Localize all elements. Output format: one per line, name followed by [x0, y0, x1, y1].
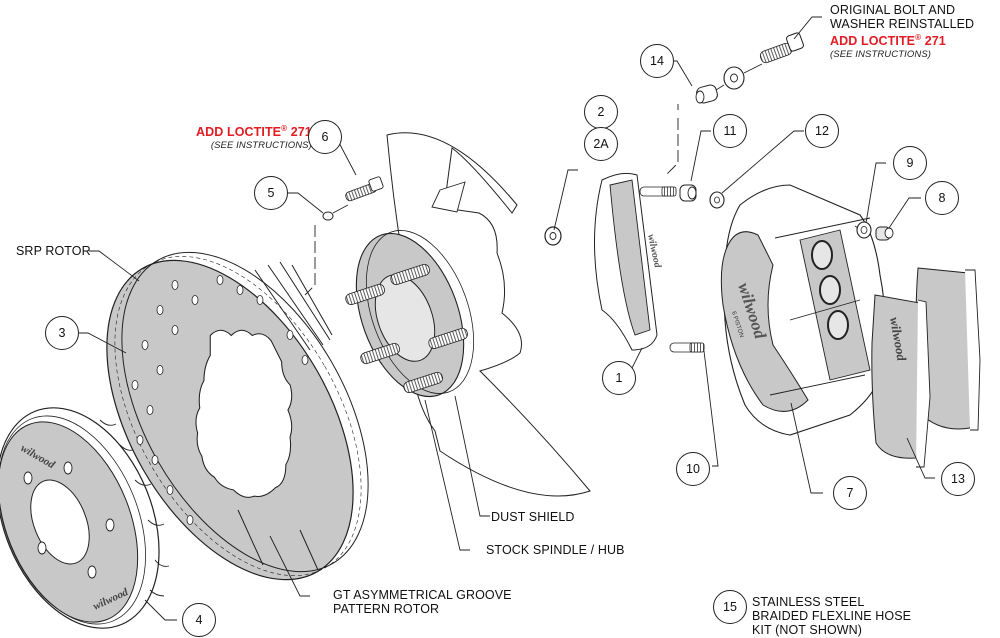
loctite-note: ADD LOCTITE® 271: [830, 33, 946, 49]
label-line: PATTERN ROTOR: [333, 602, 440, 616]
callout-1: 1: [602, 361, 636, 395]
label-line: BRAIDED FLEXLINE HOSE: [752, 609, 912, 623]
rotor-hat: wilwood wilwood: [0, 407, 170, 629]
label-line: STAINLESS STEEL: [752, 595, 865, 609]
callout-11: 11: [713, 114, 747, 148]
label-dust-shield: DUST SHIELD: [491, 510, 575, 524]
caliper-bracket: wilwood: [594, 172, 705, 353]
bolt-6: [304, 176, 384, 296]
brake-pads: wilwood: [871, 267, 981, 468]
washer-2: [544, 226, 562, 246]
note-line: ORIGINAL BOLT AND: [830, 3, 956, 17]
note-line: WASHER REINSTALLED: [830, 17, 975, 31]
srp-rotor: [106, 251, 369, 581]
caliper: wilwood 6 PISTON: [720, 184, 886, 436]
washer-9: [856, 221, 872, 239]
note-bolt6-loctite: ADD LOCTITE® 271 (SEE INSTRUCTIONS): [196, 122, 312, 153]
label-line: KIT (NOT SHOWN): [752, 623, 863, 637]
callout-8: 8: [925, 181, 959, 215]
callout-7: 7: [833, 476, 867, 510]
callout-5: 5: [254, 176, 288, 210]
loctite-note: ADD LOCTITE® 271: [196, 124, 312, 140]
note-original-bolt: ORIGINAL BOLT AND WASHER REINSTALLED ADD…: [830, 3, 974, 62]
original-bolt: [665, 32, 804, 176]
callout-6: 6: [308, 120, 342, 154]
callout-2a: 2A: [584, 127, 618, 161]
label-gt-rotor: GT ASYMMETRICAL GROOVE PATTERN ROTOR: [333, 588, 512, 616]
see-instructions: (SEE INSTRUCTIONS): [210, 140, 312, 152]
washer-12: [709, 191, 725, 209]
callout-13: 13: [941, 462, 975, 496]
callout-4: 4: [182, 603, 216, 637]
spindle-hub: [345, 230, 475, 398]
spacer-11: [679, 184, 697, 202]
label-srp-rotor: SRP ROTOR: [16, 244, 91, 258]
label-stock-spindle: STOCK SPINDLE / HUB: [486, 543, 625, 557]
callout-2: 2: [584, 95, 618, 129]
callout-3: 3: [45, 316, 79, 350]
callout-9: 9: [893, 146, 927, 180]
callout-12: 12: [805, 114, 839, 148]
callout-15: 15: [713, 590, 747, 624]
label-flexline-hose: STAINLESS STEEL BRAIDED FLEXLINE HOSE KI…: [752, 595, 911, 637]
callout-14: 14: [640, 44, 674, 78]
label-line: GT ASYMMETRICAL GROOVE: [333, 588, 512, 602]
nut-8: [875, 226, 894, 241]
see-instructions: (SEE INSTRUCTIONS): [830, 49, 932, 61]
callout-10: 10: [676, 452, 710, 486]
